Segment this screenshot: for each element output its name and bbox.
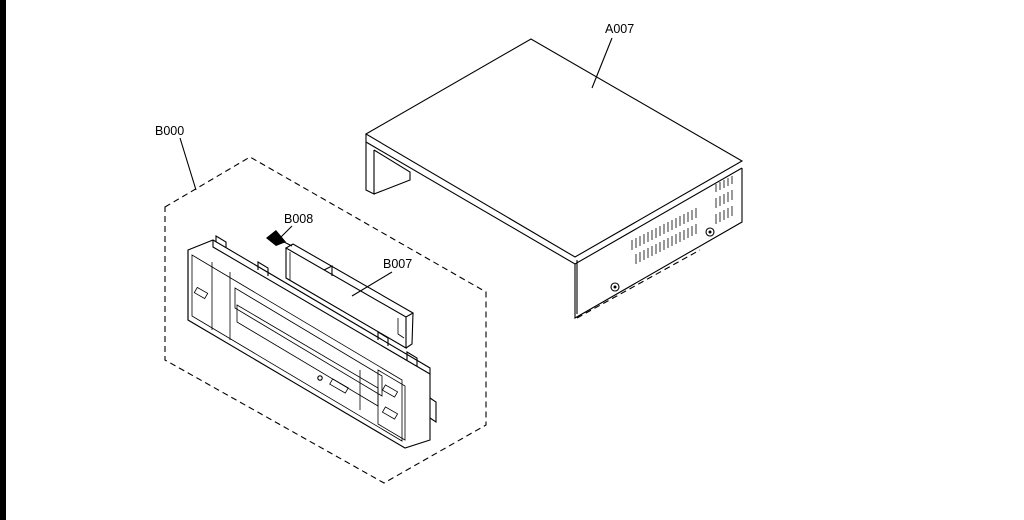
label-a007: A007 [605,22,634,36]
leader-b008 [279,225,293,239]
label-b008: B008 [284,212,313,226]
top-cover [364,38,744,319]
screw [266,230,293,247]
leader-b000 [179,137,197,191]
screw-hole [705,227,715,237]
label-b000: B000 [155,124,184,138]
vent-slots-lower [631,176,733,264]
leader-b007 [351,271,393,297]
left-edge-bar [0,0,6,520]
front-panel-assembly [164,156,487,484]
label-b007: B007 [383,257,412,271]
screw-hole [610,282,620,292]
leader-a007 [591,37,613,89]
assembly-boundary [164,156,487,484]
